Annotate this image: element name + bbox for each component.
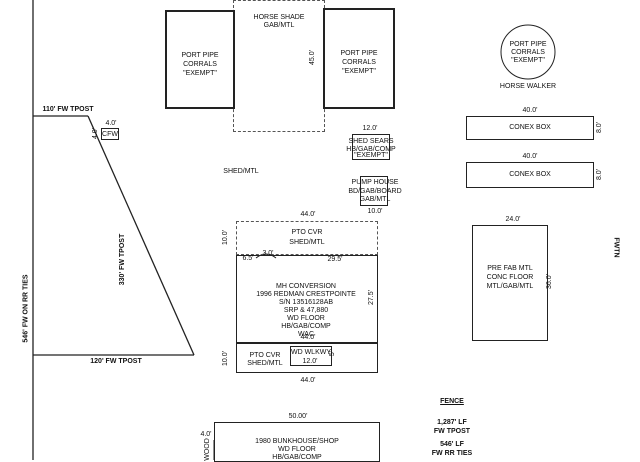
conex1-label: CONEX BOX xyxy=(509,124,551,131)
boundary-diagonal-line xyxy=(87,115,195,356)
prefab-l3: MTL/GAB/MTL xyxy=(486,283,534,290)
corral-right-l3: "EXEMPT" xyxy=(342,68,376,75)
conex2-width: 40.0' xyxy=(522,153,538,160)
bunkhouse-side-dim: 4.0' xyxy=(200,431,212,438)
corral-left-l2: CORRALS xyxy=(183,61,217,68)
shed-sears-dim: 12.0' xyxy=(362,125,378,132)
fence-title: FENCE xyxy=(440,398,464,405)
cfw-dim-side: 4.0' xyxy=(92,127,100,140)
mh-conversion-box xyxy=(236,255,378,343)
wd-walkway-dim: 12.0' xyxy=(302,358,318,365)
mh-l6: HB/GAB/COMP xyxy=(281,323,331,330)
pto-bottom-width: 44.0' xyxy=(300,377,316,384)
pto-bottom-side: 10.0' xyxy=(221,351,229,366)
walker-caption: HORSE WALKER xyxy=(499,83,557,90)
bunkhouse-width: 50.00' xyxy=(288,413,308,420)
mh-dim-c: 29.5' xyxy=(327,256,343,263)
shed-sears-box xyxy=(352,134,390,160)
boundary-diagonal-label: 330' FW TPOST xyxy=(119,233,127,286)
wd-walkway-side: 5' xyxy=(329,350,337,357)
corral-right-l2: CORRALS xyxy=(342,59,376,66)
fence-l4: FW RR TIES xyxy=(431,450,473,457)
horse-shade-sub: GAB/MTL xyxy=(263,22,295,29)
corral-right-l1: PORT PIPE xyxy=(340,50,378,57)
prefab-width: 24.0' xyxy=(505,216,521,223)
fence-l1: 1,287' LF xyxy=(437,419,467,426)
pump-house-l2: BD/GAB/BOARD xyxy=(348,188,402,195)
prefab-box xyxy=(472,225,548,341)
pto-bottom-l2: SHED/MTL xyxy=(247,360,283,367)
pto-bottom-l1: PTO CVR xyxy=(249,352,281,359)
mh-l4: SRP & 47,880 xyxy=(283,307,329,314)
pump-house-box xyxy=(360,176,388,206)
walker-l1: PORT PIPE xyxy=(509,41,547,48)
pto-top-l1: PTO CVR xyxy=(291,229,323,236)
pto-cover-bottom xyxy=(236,343,378,373)
corral-left-l3: "EXEMPT" xyxy=(183,70,217,77)
corral-left-l1: PORT PIPE xyxy=(181,52,219,59)
boundary-top-label: 110' FW TPOST xyxy=(42,106,94,113)
pto-top-width: 44.0' xyxy=(300,211,316,218)
prefab-height: 36.0' xyxy=(545,274,553,289)
mh-dim-a: 6.5' xyxy=(242,255,254,262)
boundary-left-label: 546' FW ON RR TIES xyxy=(22,274,30,343)
shed-sears-l3: "EXEMPT" xyxy=(354,152,388,159)
mh-l2: 1996 REDMAN CRESTPOINTE xyxy=(256,291,356,298)
wd-walkway-label: WD WLKWY xyxy=(290,349,332,356)
conex-box-1 xyxy=(466,116,594,140)
conex2-label: CONEX BOX xyxy=(509,171,551,178)
corral-right xyxy=(323,8,395,109)
mh-dim-bottom: 44.0' xyxy=(300,334,316,341)
conex1-width: 40.0' xyxy=(522,107,538,114)
conex1-height: 8.0' xyxy=(596,121,604,134)
bunkhouse-l3: HB/GAB/COMP xyxy=(272,454,322,461)
bunkhouse-side-label: WOOD xyxy=(203,438,211,461)
bunkhouse-l2: WD FLOOR xyxy=(278,446,316,453)
pump-house-l1: PUMP HOUSE xyxy=(351,179,399,186)
prefab-l1: PRE FAB MTL xyxy=(487,265,533,272)
mh-l7: WAC xyxy=(297,331,315,338)
pump-house-dim: 10.0' xyxy=(367,208,383,215)
walker-l3: "EXEMPT" xyxy=(511,57,545,64)
horse-shade-dim: 45.0' xyxy=(308,50,316,65)
corral-left xyxy=(165,10,235,109)
pump-house-l3: GAB/MTL xyxy=(359,196,391,203)
horse-walker-circle xyxy=(500,24,556,80)
shed-sears-l2: HB/GAB/COMP xyxy=(346,146,396,153)
pto-top-side: 10.0' xyxy=(221,230,229,245)
mh-l3: S/N 13516128AB xyxy=(278,299,334,306)
mh-l1: MH CONVERSION xyxy=(276,283,336,290)
prefab-l2: CONC FLOOR xyxy=(486,274,534,281)
conex-box-2 xyxy=(466,162,594,188)
pto-top-l2: SHED/MTL xyxy=(289,239,325,246)
mh-dim-b: 3.0' xyxy=(262,250,274,257)
horse-shade-title: HORSE SHADE xyxy=(253,14,305,21)
boundary-right-label: FWTN xyxy=(612,237,620,258)
fence-l3: 546' LF xyxy=(440,441,464,448)
wd-walkway-box xyxy=(290,346,332,366)
bunkhouse-l1: 1980 BUNKHOUSE/SHOP xyxy=(255,438,339,445)
conex2-height: 8.0' xyxy=(596,168,604,181)
walker-l2: CORRALS xyxy=(511,49,545,56)
mh-l5: WD FLOOR xyxy=(287,315,325,322)
shed-mtl-label: SHED/MTL xyxy=(223,168,259,175)
cfw-label: CFW xyxy=(102,131,118,138)
mh-dim-side: 27.5' xyxy=(367,290,375,305)
cfw-dim-top: 4.0' xyxy=(105,120,117,127)
fence-l2: FW TPOST xyxy=(433,428,471,435)
boundary-bottom-label: 120' FW TPOST xyxy=(90,358,142,365)
cfw-box xyxy=(101,128,119,140)
pto-cover-top xyxy=(236,221,378,255)
shed-sears-l1: SHED SEARS xyxy=(348,138,394,145)
